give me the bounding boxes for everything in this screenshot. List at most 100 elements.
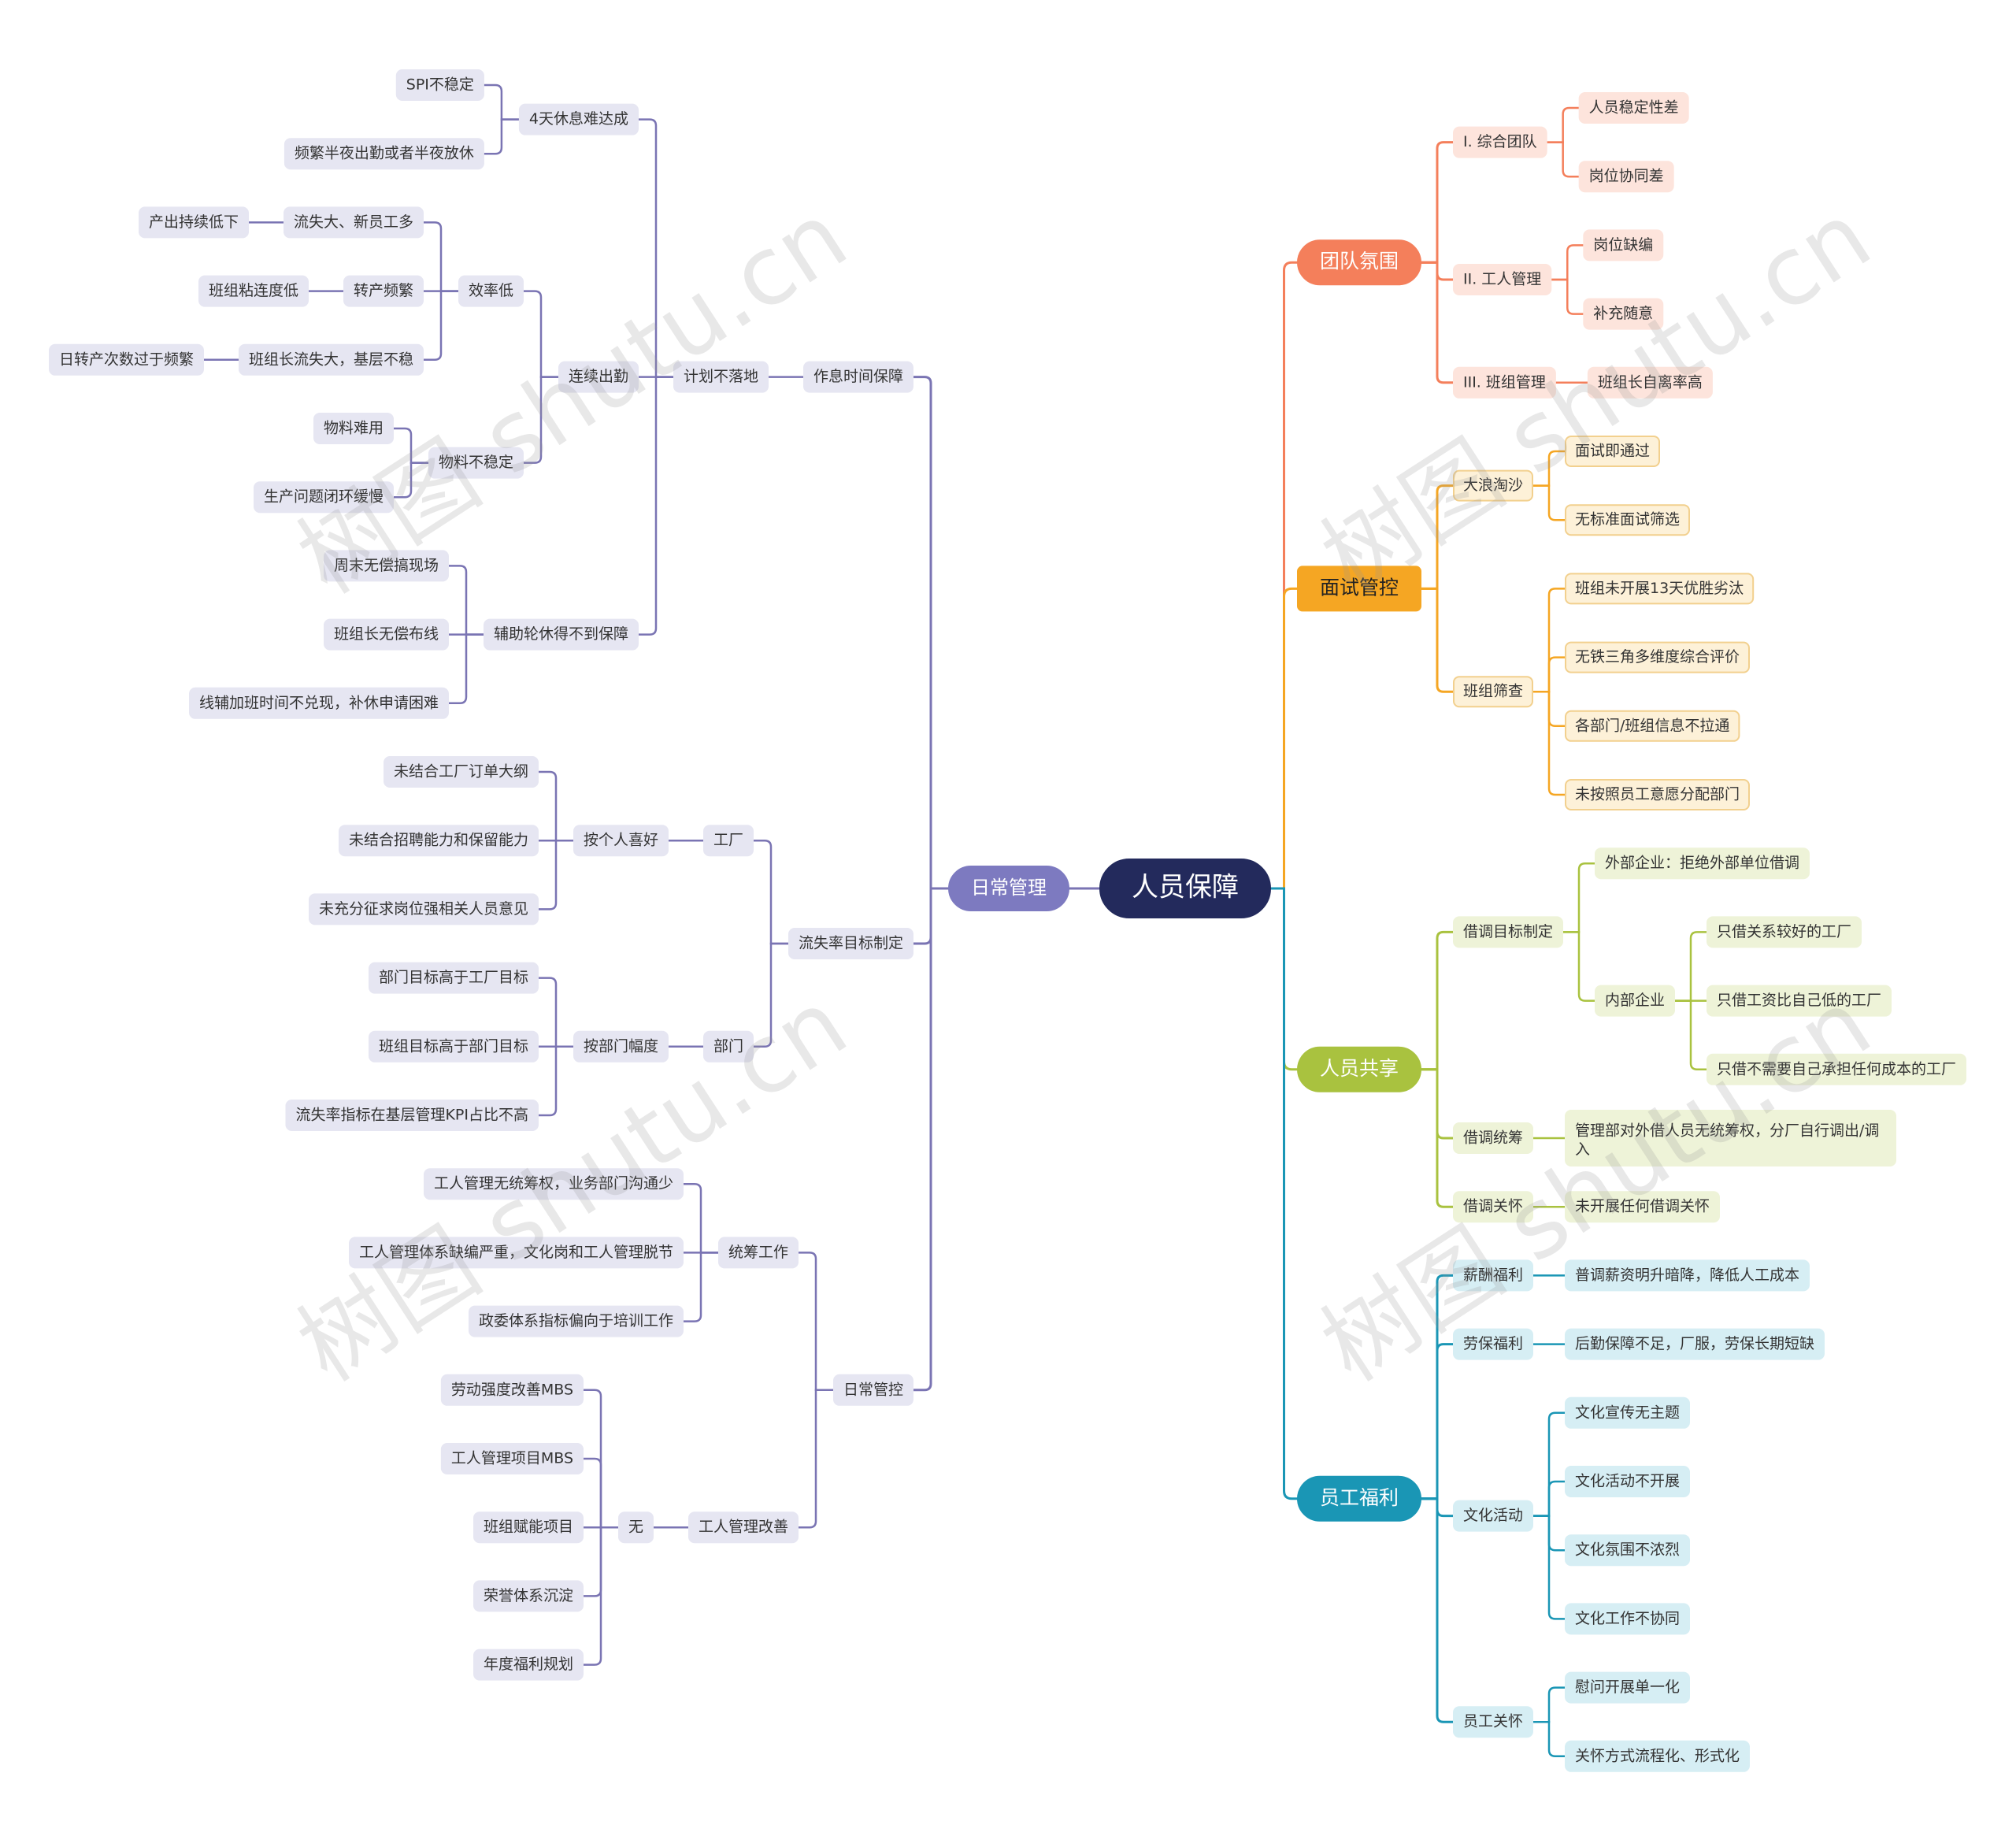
root-node[interactable]: 人员保障	[1099, 859, 1271, 918]
node-right-0-0[interactable]: I. 综合团队	[1453, 126, 1547, 158]
node-left-0-0-0-1-0-2-0[interactable]: 日转产次数过于频繁	[48, 343, 204, 376]
node-right-1-0[interactable]: 大浪淘沙	[1453, 469, 1534, 502]
node-label: 周末无偿搞现场	[334, 557, 439, 574]
node-box	[1296, 1046, 1422, 1092]
node-right-0-0-0[interactable]: 人员稳定性差	[1578, 92, 1689, 124]
node-box	[1453, 676, 1534, 708]
node-left-0-0-0-1-0-1[interactable]: 转产频繁	[343, 275, 424, 307]
node-right-1-0-0[interactable]: 面试即通过	[1565, 436, 1661, 467]
node-right-3-1-0[interactable]: 后勤保障不足，厂服，劳保长期短缺	[1565, 1328, 1825, 1360]
node-left-0-2-1-0-4[interactable]: 年度福利规划	[472, 1649, 584, 1681]
node-right-2-1-0[interactable]: 管理部对外借人员无统筹权，分厂自行调出/调入	[1565, 1110, 1897, 1166]
node-label: 年度福利规划	[484, 1656, 573, 1673]
node-left-0-1-1[interactable]: 部门	[702, 1030, 754, 1063]
node-right-3[interactable]: 员工福利	[1296, 1475, 1422, 1522]
node-right-2-0[interactable]: 借调目标制定	[1453, 916, 1564, 948]
node-left-0-2[interactable]: 日常管控	[833, 1374, 914, 1406]
node-left-0-0-0-2-1[interactable]: 班组长无偿布线	[323, 618, 449, 651]
node-right-2[interactable]: 人员共享	[1296, 1046, 1422, 1092]
node-right-3-0-0[interactable]: 普调薪资明升暗降，降低人工成本	[1565, 1259, 1810, 1292]
node-right-3-2-2[interactable]: 文化氛围不浓烈	[1565, 1534, 1691, 1567]
node-left-0-2-1-0-3[interactable]: 荣誉体系沉淀	[472, 1580, 584, 1612]
node-right-3-2-3[interactable]: 文化工作不协同	[1565, 1603, 1691, 1635]
node-right-2-0-1-1[interactable]: 只借工资比自己低的工厂	[1707, 985, 1892, 1017]
node-left-0-2-0[interactable]: 统筹工作	[717, 1237, 799, 1269]
node-left-0[interactable]: 日常管理	[948, 866, 1070, 911]
node-left-0-0-0-1[interactable]: 连续出勤	[558, 361, 639, 393]
node-left-0-0-0-0[interactable]: 4天休息难达成	[518, 103, 639, 135]
node-right-3-1[interactable]: 劳保福利	[1453, 1328, 1534, 1360]
node-right-2-2-0[interactable]: 未开展任何借调关怀	[1565, 1191, 1721, 1223]
node-right-1-0-1[interactable]: 无标准面试筛选	[1565, 504, 1691, 536]
node-left-0-0-0-1-0-0-0[interactable]: 产出持续低下	[138, 206, 249, 239]
node-left-0-0-0-1-1-0[interactable]: 物料难用	[313, 413, 394, 444]
node-box	[573, 1030, 669, 1063]
node-left-0-1-0-0-1[interactable]: 未结合招聘能力和保留能力	[338, 825, 539, 857]
node-left-0-0-0-1-1[interactable]: 物料不稳定	[428, 447, 524, 479]
node-right-3-3-1[interactable]: 关怀方式流程化、形式化	[1565, 1740, 1751, 1772]
node-right-1[interactable]: 面试管控	[1296, 566, 1422, 612]
node-left-0-0-0-1-0-1-0[interactable]: 班组粘连度低	[198, 275, 309, 307]
node-right-2-0-1[interactable]: 内部企业	[1595, 985, 1676, 1017]
node-left-0-1-0[interactable]: 工厂	[702, 825, 754, 857]
node-box	[1296, 239, 1422, 286]
connector-line	[1421, 484, 1454, 590]
node-left-0-0[interactable]: 作息时间保障	[803, 361, 914, 393]
node-label: 流失率目标制定	[799, 935, 903, 952]
node-left-0-1-0-0[interactable]: 按个人喜好	[573, 825, 669, 857]
node-left-0-2-1[interactable]: 工人管理改善	[687, 1511, 799, 1544]
node-left-0-1[interactable]: 流失率目标制定	[788, 928, 914, 959]
node-left-0-0-0-1-0[interactable]: 效率低	[458, 275, 524, 307]
node-left-0-2-1-0-1[interactable]: 工人管理项目MBS	[440, 1443, 584, 1474]
node-right-3-0[interactable]: 薪酬福利	[1453, 1259, 1534, 1292]
node-right-1-1-2[interactable]: 各部门/班组信息不拉通	[1565, 710, 1740, 742]
node-left-0-2-1-0-2[interactable]: 班组赋能项目	[472, 1511, 584, 1544]
node-left-0-1-1-0-0[interactable]: 部门目标高于工厂目标	[368, 962, 539, 994]
node-right-3-2-0[interactable]: 文化宣传无主题	[1565, 1396, 1691, 1429]
node-right-2-1[interactable]: 借调统筹	[1453, 1122, 1534, 1154]
node-right-0-2[interactable]: III. 班组管理	[1453, 366, 1556, 399]
node-right-0-1-1[interactable]: 补充随意	[1583, 298, 1664, 330]
node-right-2-0-1-0[interactable]: 只借关系较好的工厂	[1707, 916, 1862, 948]
node-left-0-0-0-2[interactable]: 辅助轮休得不到保障	[483, 618, 639, 651]
node-left-0-0-0-0-0[interactable]: SPI不稳定	[395, 69, 484, 101]
node-right-0-1-0[interactable]: 岗位缺编	[1583, 229, 1664, 261]
node-left-0-1-1-0-1[interactable]: 班组目标高于部门目标	[368, 1030, 539, 1063]
node-label: 面试即通过	[1575, 443, 1650, 460]
node-left-0-0-0-1-0-2[interactable]: 班组长流失大，基层不稳	[238, 343, 424, 376]
node-label: 转产频繁	[354, 282, 413, 299]
node-right-1-1[interactable]: 班组筛查	[1453, 676, 1534, 708]
node-box	[1453, 1328, 1534, 1360]
node-left-0-2-1-0-0[interactable]: 劳动强度改善MBS	[440, 1374, 584, 1406]
node-left-0-2-0-0[interactable]: 工人管理无统筹权，业务部门沟通少	[423, 1168, 684, 1200]
node-right-3-3[interactable]: 员工关怀	[1453, 1706, 1534, 1738]
node-right-0-1[interactable]: II. 工人管理	[1453, 264, 1552, 295]
node-left-0-0-0-1-1-1[interactable]: 生产问题闭环缓慢	[253, 481, 394, 514]
node-left-0-1-0-0-2[interactable]: 未充分征求岗位强相关人员意见	[308, 893, 539, 925]
node-right-1-1-3[interactable]: 未按照员工意愿分配部门	[1565, 779, 1751, 810]
node-left-0-0-0-2-2[interactable]: 线辅加班时间不兑现，补休申请困难	[188, 687, 449, 719]
node-right-1-1-0[interactable]: 班组未开展13天优胜劣汰	[1565, 573, 1755, 605]
node-left-0-2-0-2[interactable]: 政委体系指标偏向于培训工作	[468, 1305, 684, 1337]
node-left-0-0-0-2-0[interactable]: 周末无偿搞现场	[323, 550, 449, 582]
node-right-0-2-0[interactable]: 班组长自离率高	[1587, 366, 1713, 399]
node-right-0-0-1[interactable]: 岗位协同差	[1578, 161, 1674, 193]
node-label: 普调薪资明升暗降，降低人工成本	[1575, 1267, 1799, 1284]
node-right-3-2-1[interactable]: 文化活动不开展	[1565, 1466, 1691, 1497]
node-left-0-0-0[interactable]: 计划不落地	[673, 361, 769, 393]
node-left-0-1-0-0-0[interactable]: 未结合工厂订单大纲	[383, 756, 539, 788]
node-right-2-0-0[interactable]: 外部企业：拒绝外部单位借调	[1595, 847, 1810, 880]
node-right-3-3-0[interactable]: 慰问开展单一化	[1565, 1671, 1691, 1704]
node-left-0-1-1-0-2[interactable]: 流失率指标在基层管理KPI占比不高	[285, 1100, 539, 1131]
node-right-1-1-1[interactable]: 无铁三角多维度综合评价	[1565, 641, 1751, 673]
node-left-0-2-0-1[interactable]: 工人管理体系缺编严重，文化岗和工人管理脱节	[348, 1237, 684, 1269]
node-left-0-1-1-0[interactable]: 按部门幅度	[573, 1030, 669, 1063]
node-right-2-0-1-2[interactable]: 只借不需要自己承担任何成本的工厂	[1707, 1053, 1967, 1085]
node-left-0-2-1-0[interactable]: 无	[617, 1511, 654, 1544]
node-left-0-0-0-0-1[interactable]: 频繁半夜出勤或者半夜放休	[284, 138, 484, 170]
node-right-0[interactable]: 团队氛围	[1296, 239, 1422, 286]
node-right-3-2[interactable]: 文化活动	[1453, 1500, 1534, 1532]
node-left-0-0-0-1-0-0[interactable]: 流失大、新员工多	[283, 206, 424, 239]
node-box	[558, 361, 639, 393]
node-right-2-2[interactable]: 借调关怀	[1453, 1191, 1534, 1223]
